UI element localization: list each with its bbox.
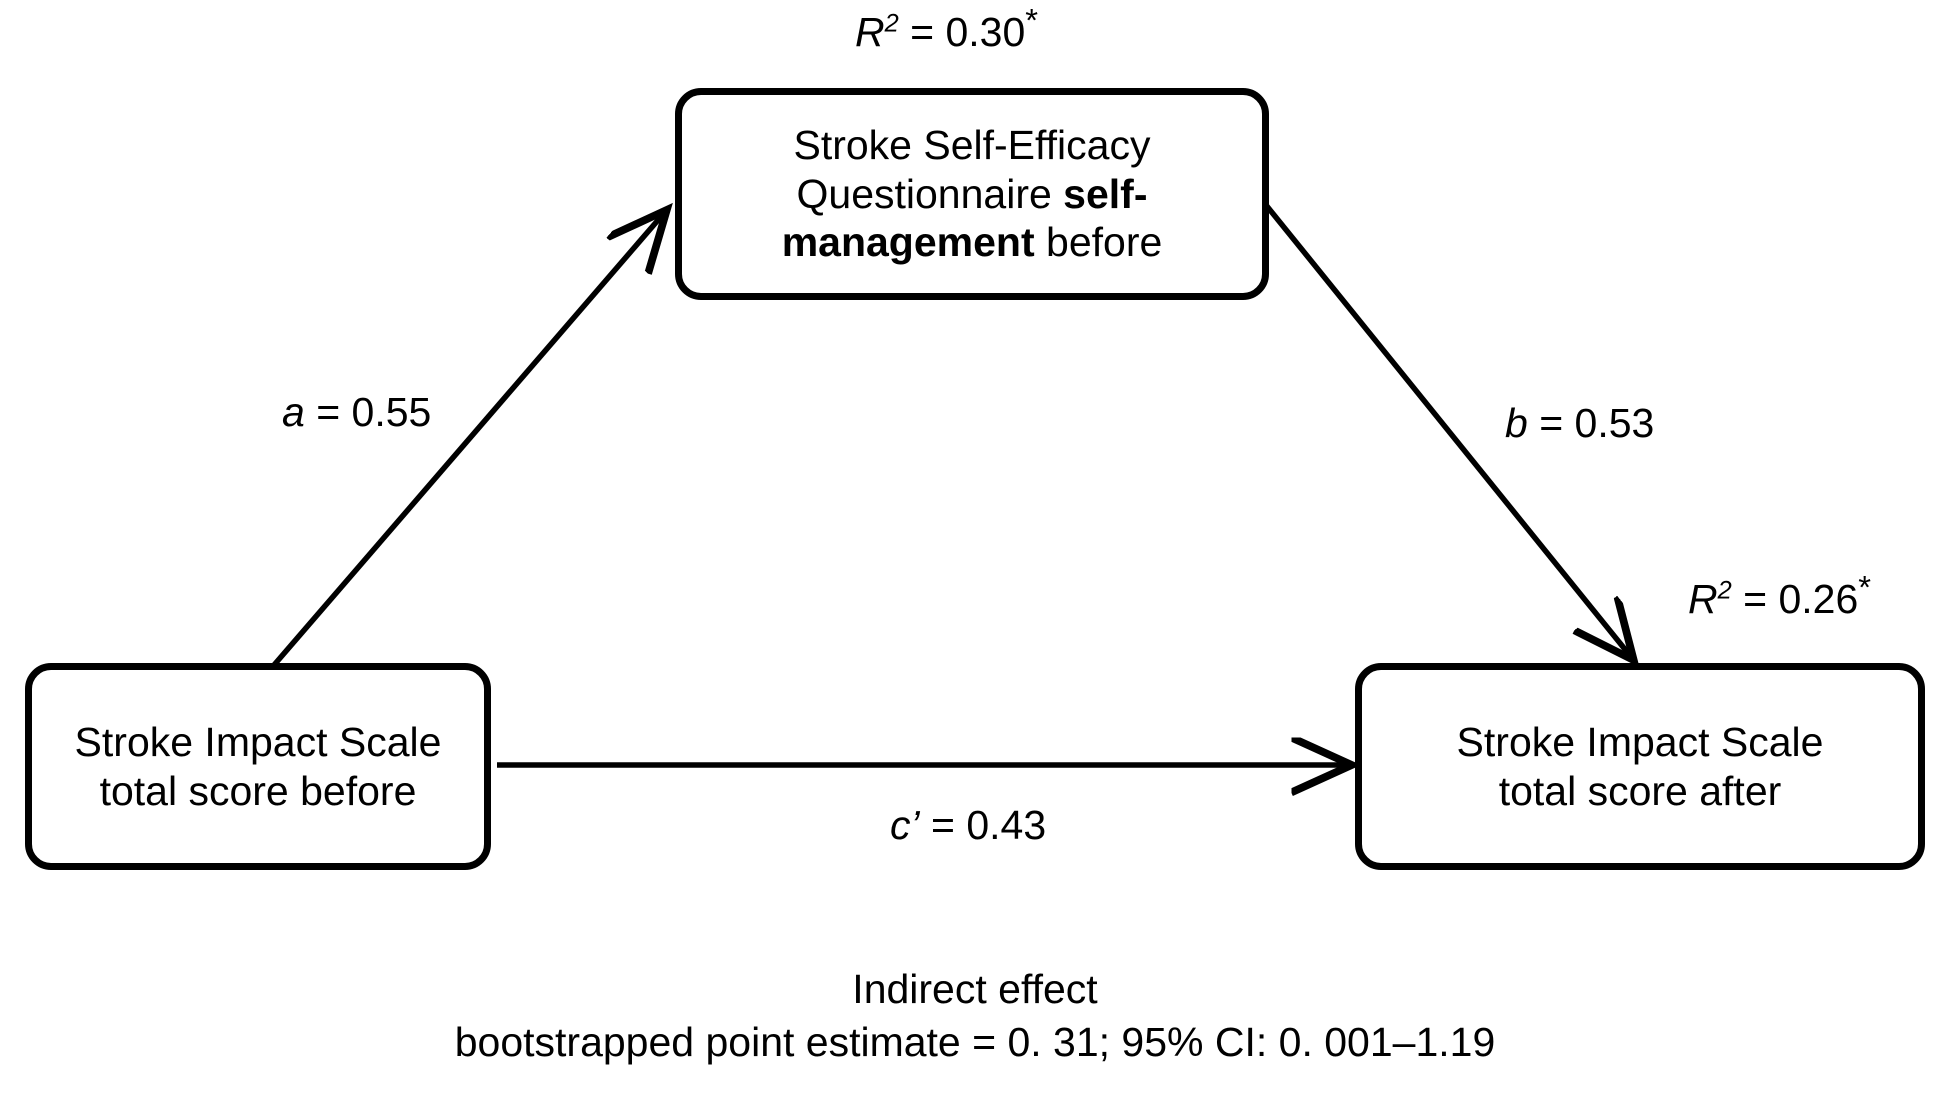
node-predictor-line1: Stroke Impact Scale: [74, 719, 442, 766]
node-mediator-line2: Questionnaire self-: [782, 170, 1163, 218]
r-squared-outcome-exponent: 2: [1717, 576, 1732, 605]
node-outcome-line1: Stroke Impact Scale: [1456, 719, 1824, 766]
r-squared-value: 0.30: [945, 9, 1026, 55]
r-squared-equals: =: [898, 9, 946, 55]
indirect-effect-caption: Indirect effect bootstrapped point estim…: [0, 963, 1950, 1070]
r-squared-outcome-significance-asterisk: *: [1858, 568, 1872, 606]
label-r-squared-outcome: R2 = 0.26*: [1688, 570, 1871, 622]
label-path-b: b = 0.53: [1505, 403, 1654, 444]
node-predictor-line2: total score before: [99, 767, 417, 814]
node-mediator-line3-bold: management: [781, 219, 1035, 266]
label-path-a: a = 0.55: [282, 392, 431, 433]
caption-line-2: bootstrapped point estimate = 0. 31; 95%…: [454, 1019, 1496, 1066]
path-a-value: 0.55: [351, 389, 432, 435]
path-b-equals: =: [1527, 400, 1575, 446]
r-squared-significance-asterisk: *: [1025, 1, 1039, 39]
path-c-prime-value: 0.43: [966, 802, 1047, 848]
path-c-prime-equals: =: [919, 802, 967, 848]
label-r-squared-mediator: R2 = 0.30*: [855, 3, 1038, 55]
node-outcome-text: Stroke Impact Scale total score after: [1457, 718, 1824, 815]
r-squared-outcome-symbol: R: [1688, 576, 1718, 622]
path-a-equals: =: [304, 389, 352, 435]
node-mediator-line2-regular: Questionnaire: [796, 170, 1064, 217]
node-outcome[interactable]: Stroke Impact Scale total score after: [1355, 663, 1925, 870]
node-mediator-line3: management before: [782, 218, 1163, 266]
node-predictor-text: Stroke Impact Scale total score before: [75, 718, 442, 815]
caption-line-1: Indirect effect: [852, 966, 1098, 1012]
path-b-value: 0.53: [1574, 400, 1655, 446]
r-squared-exponent: 2: [884, 9, 899, 38]
r-squared-outcome-value: 0.26: [1778, 576, 1859, 622]
node-predictor[interactable]: Stroke Impact Scale total score before: [25, 663, 491, 870]
node-mediator-text: Stroke Self-Efficacy Questionnaire self-…: [782, 121, 1163, 266]
path-a-arrow: [265, 212, 665, 674]
path-b-symbol: b: [1505, 400, 1528, 446]
node-mediator[interactable]: Stroke Self-Efficacy Questionnaire self-…: [675, 88, 1269, 300]
r-squared-symbol: R: [855, 9, 885, 55]
r-squared-outcome-equals: =: [1731, 576, 1779, 622]
label-path-c-prime: c’ = 0.43: [890, 805, 1046, 846]
node-mediator-line1: Stroke Self-Efficacy: [793, 122, 1151, 169]
path-a-symbol: a: [282, 389, 305, 435]
node-outcome-line2: total score after: [1498, 767, 1782, 814]
node-mediator-line3-regular: before: [1034, 219, 1163, 266]
node-mediator-line2-bold: self-: [1063, 170, 1148, 217]
path-c-prime-symbol: c’: [890, 802, 920, 848]
